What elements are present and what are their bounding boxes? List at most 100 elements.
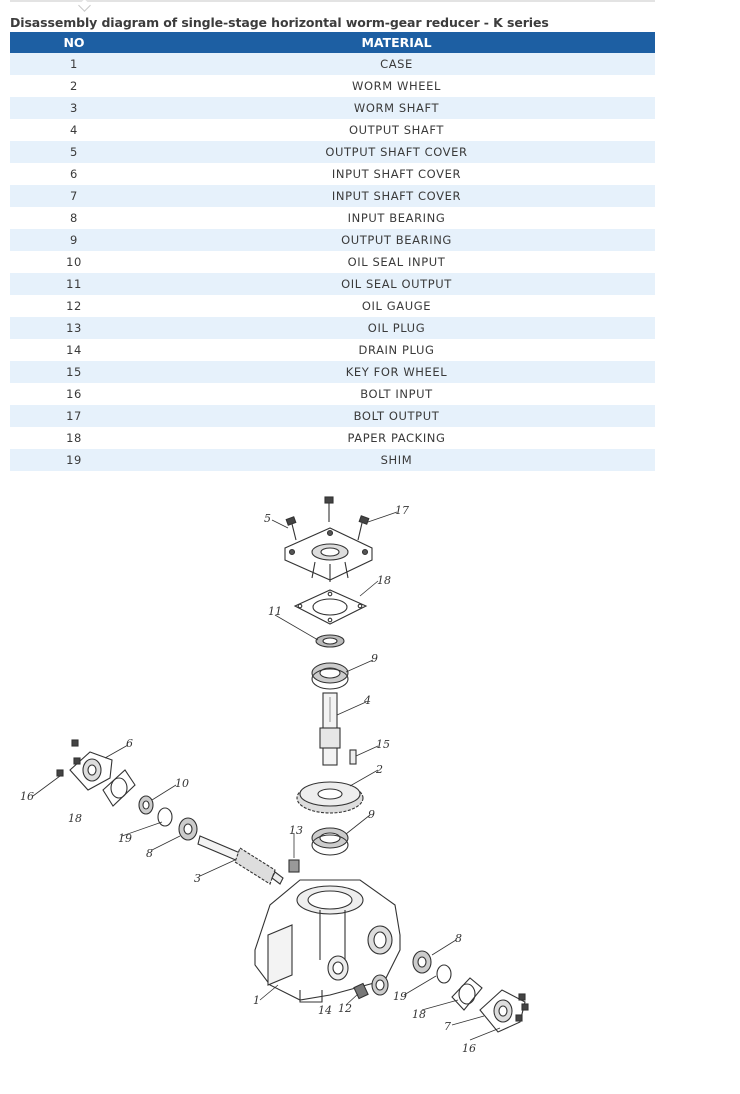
callout-1: 1 (253, 994, 260, 1007)
cell-no: 16 (10, 383, 138, 405)
callout-4: 4 (363, 694, 371, 707)
cell-no: 2 (10, 75, 138, 97)
cell-material: WORM SHAFT (138, 97, 655, 119)
cell-no: 8 (10, 207, 138, 229)
cell-material: SHIM (138, 449, 655, 471)
cell-material: INPUT SHAFT COVER (138, 185, 655, 207)
cell-no: 7 (10, 185, 138, 207)
callout-8-right: 8 (455, 932, 462, 945)
cell-material: BOLT OUTPUT (138, 405, 655, 427)
callout-16-right: 16 (462, 1042, 476, 1055)
leader-lines (32, 511, 501, 1041)
output-shaft-cover (284, 527, 373, 582)
header-no: NO (10, 32, 138, 53)
callout-2: 2 (375, 763, 383, 776)
callout-15: 15 (376, 738, 390, 751)
case (254, 879, 401, 1003)
drain-plug (371, 974, 389, 996)
top-divider (10, 0, 655, 2)
callout-6: 6 (126, 737, 133, 750)
cell-material: CASE (138, 53, 655, 75)
cell-material: OIL SEAL OUTPUT (138, 273, 655, 295)
callout-12: 12 (338, 1002, 352, 1015)
diagram-caption: Disassembly diagram of single-stage hori… (10, 15, 549, 30)
callout-10: 10 (175, 777, 189, 790)
callout-5: 5 (264, 512, 271, 525)
shim-right (436, 964, 452, 984)
cell-no: 12 (10, 295, 138, 317)
cell-material: OUTPUT BEARING (138, 229, 655, 251)
callout-17: 17 (395, 504, 409, 517)
cell-material: KEY FOR WHEEL (138, 361, 655, 383)
callout-3: 3 (194, 872, 201, 885)
callout-9-top: 9 (371, 652, 378, 665)
cell-material: DRAIN PLUG (138, 339, 655, 361)
cell-material: PAPER PACKING (138, 427, 655, 449)
cell-material: INPUT SHAFT COVER (138, 163, 655, 185)
callout-7: 7 (444, 1020, 451, 1033)
cell-no: 15 (10, 361, 138, 383)
cell-no: 1 (10, 53, 138, 75)
callout-18-top: 18 (377, 574, 391, 587)
exploded-view-diagram: 5 17 18 11 9 4 15 2 9 13 6 16 10 18 19 8… (20, 496, 529, 1055)
paper-packing-top (293, 589, 368, 625)
cell-no: 4 (10, 119, 138, 141)
callout-18-left: 18 (68, 812, 82, 825)
cell-no: 3 (10, 97, 138, 119)
callout-16-left: 16 (20, 790, 34, 803)
callout-19-left: 19 (118, 832, 132, 845)
cell-material: OIL GAUGE (138, 295, 655, 317)
input-bearing-right (412, 950, 432, 974)
cell-no: 17 (10, 405, 138, 427)
header-material: MATERIAL (138, 32, 655, 53)
paper-packing-left (102, 769, 136, 807)
cell-material: BOLT INPUT (138, 383, 655, 405)
oil-plug (288, 859, 300, 873)
cell-material: OIL SEAL INPUT (138, 251, 655, 273)
callout-8-left: 8 (146, 847, 153, 860)
cell-no: 18 (10, 427, 138, 449)
input-bearing-left (178, 817, 198, 841)
cell-material: OIL PLUG (138, 317, 655, 339)
output-bearing-top (311, 662, 349, 690)
callout-14: 14 (318, 1004, 332, 1017)
cell-material: WORM WHEEL (138, 75, 655, 97)
cell-no: 11 (10, 273, 138, 295)
callout-11: 11 (268, 605, 282, 618)
callout-9-bottom: 9 (368, 808, 375, 821)
callout-labels: 5 17 18 11 9 4 15 2 9 13 6 16 10 18 19 8… (20, 504, 476, 1055)
callout-13: 13 (289, 824, 303, 837)
bolt-output-top (285, 496, 370, 541)
oil-seal-output (315, 634, 345, 648)
cell-material: INPUT BEARING (138, 207, 655, 229)
shim-left (157, 807, 173, 827)
cell-no: 19 (10, 449, 138, 471)
cell-no: 14 (10, 339, 138, 361)
output-bearing-bottom (311, 827, 349, 856)
table-header-row: NO MATERIAL (10, 32, 655, 53)
oil-seal-input-left (138, 795, 154, 815)
cell-material: OUTPUT SHAFT COVER (138, 141, 655, 163)
cell-no: 6 (10, 163, 138, 185)
worm-wheel (296, 781, 364, 814)
callout-19-right: 19 (393, 990, 407, 1003)
